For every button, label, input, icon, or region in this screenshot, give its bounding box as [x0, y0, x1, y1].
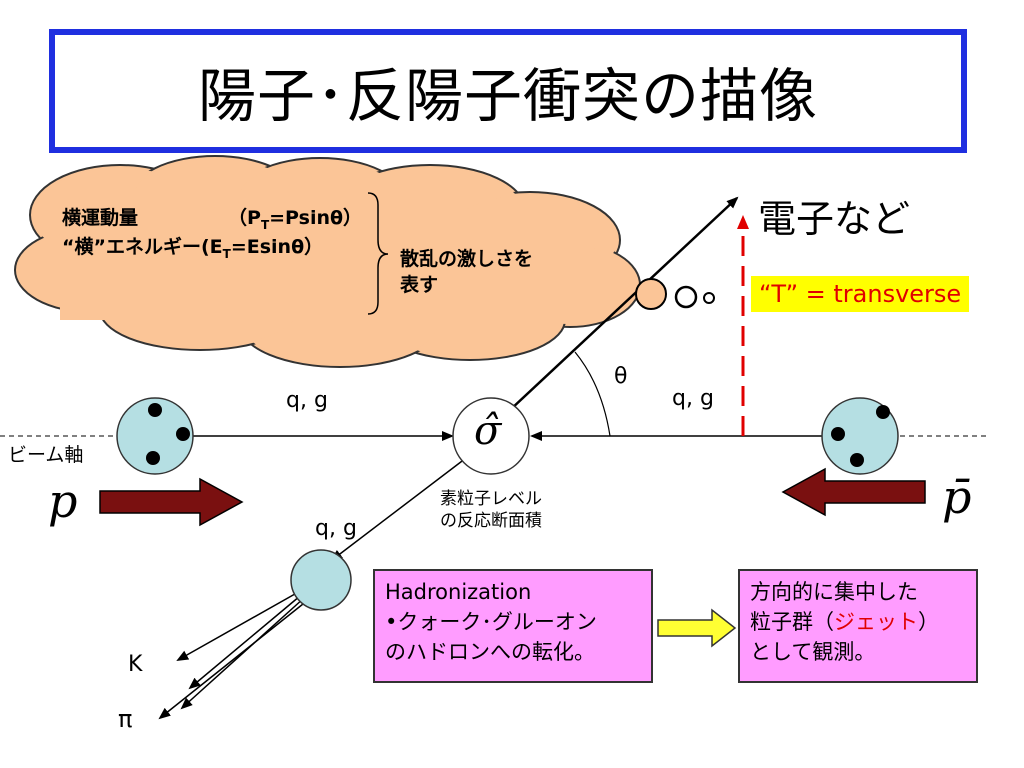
- proton-symbol: p: [48, 474, 78, 528]
- fragment-kaon: [176, 589, 303, 661]
- yellow-arrow: [657, 608, 737, 648]
- antiproton: [821, 397, 899, 475]
- pt-formula: （PT=Psinθ）: [228, 207, 363, 232]
- antiproton-direction-arrow: [781, 467, 926, 517]
- hadronization-box: Hadronization •クォーク･グルーオン のハドロンへの転化。: [373, 569, 653, 683]
- jet-highlight: ジェット: [834, 610, 918, 634]
- cloud-shape: [14, 155, 641, 368]
- cross-section-label: 素粒子レベル の反応断面積: [440, 489, 542, 531]
- bubble-medium: [674, 285, 698, 309]
- electron-track: [509, 196, 739, 411]
- jet-hadron: [290, 549, 352, 611]
- et-formula: “横”エネルギー(ET=Esinθ）: [62, 236, 324, 261]
- sigma-hat-symbol: σ̂: [474, 408, 502, 454]
- transverse-momentum-label: 横運動量: [62, 207, 139, 229]
- theta-arc: [574, 351, 611, 437]
- proton-direction-arrow: [99, 477, 244, 527]
- beam-axis-label: ビーム軸: [8, 444, 84, 466]
- kaon-label: K: [128, 652, 143, 677]
- title-box: 陽子･反陽子衝突の描像: [49, 29, 967, 153]
- electron-label: 電子など: [758, 197, 911, 241]
- bubble-small: [703, 292, 715, 304]
- proton: [116, 397, 194, 475]
- brace-note: 散乱の激しさを 表す: [400, 248, 534, 296]
- qg-label-left: q, g: [286, 388, 328, 413]
- curly-brace: [367, 192, 389, 315]
- bubble-large: [635, 278, 667, 310]
- jet-track: [330, 454, 471, 562]
- fragment-2: [180, 597, 305, 710]
- page-title: 陽子･反陽子衝突の描像: [197, 62, 818, 130]
- theta-label: θ: [614, 364, 628, 389]
- pion-label: π: [118, 705, 133, 733]
- fragment-1: [188, 595, 301, 690]
- antiproton-symbol: p̄: [942, 470, 972, 524]
- qg-label-lower: q, g: [315, 516, 357, 541]
- jet-box: 方向的に集中した 粒子群（ジェット） として観測。: [738, 569, 978, 683]
- qg-label-right: q, g: [672, 386, 714, 411]
- fragment-pion: [158, 599, 309, 720]
- transverse-note: “T” = transverse: [751, 276, 970, 312]
- interaction-vertex: [452, 397, 530, 475]
